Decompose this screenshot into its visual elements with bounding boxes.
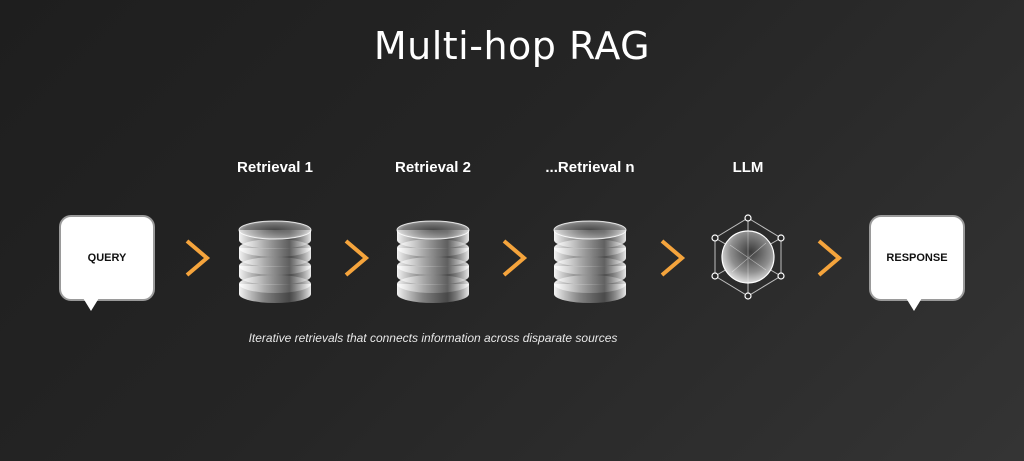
database-icon bbox=[396, 220, 470, 304]
response-bubble-tail bbox=[906, 298, 922, 311]
query-bubble: QUERY bbox=[59, 215, 155, 301]
chevron-right-icon bbox=[660, 239, 684, 277]
llm-sphere-icon bbox=[711, 214, 785, 300]
chevron-right-icon bbox=[817, 239, 841, 277]
diagram-title: Multi-hop RAG bbox=[373, 24, 651, 68]
response-label: RESPONSE bbox=[886, 252, 948, 264]
response-bubble: RESPONSE bbox=[869, 215, 965, 301]
chevron-right-icon bbox=[185, 239, 209, 277]
database-icon bbox=[238, 220, 312, 304]
chevron-right-icon bbox=[502, 239, 526, 277]
stage-label-retrieval-1: Retrieval 1 bbox=[237, 159, 313, 176]
database-icon bbox=[553, 220, 627, 304]
diagram-caption: Iterative retrievals that connects infor… bbox=[248, 331, 618, 345]
stage-label-retrieval-n: ...Retrieval n bbox=[545, 159, 635, 176]
chevron-right-icon bbox=[344, 239, 368, 277]
stage-label-llm: LLM bbox=[732, 159, 764, 176]
stage-label-retrieval-2: Retrieval 2 bbox=[395, 159, 471, 176]
query-label: QUERY bbox=[87, 252, 127, 264]
query-bubble-tail bbox=[83, 298, 99, 311]
